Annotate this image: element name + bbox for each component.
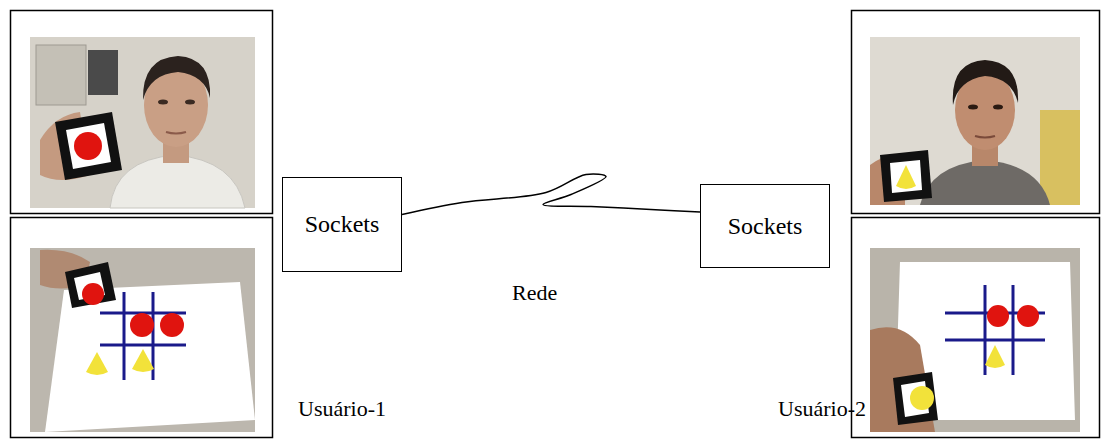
board-photo bbox=[30, 248, 255, 432]
board-photo bbox=[870, 248, 1080, 432]
eye bbox=[185, 100, 195, 105]
mouth bbox=[166, 132, 186, 134]
network-label: Rede bbox=[512, 280, 557, 306]
background-object bbox=[1040, 110, 1080, 205]
marker-card bbox=[55, 112, 122, 180]
user-label: Usuário-2 bbox=[778, 396, 866, 422]
yellow-cone bbox=[985, 345, 1005, 368]
eye bbox=[158, 100, 168, 105]
yellow-cone bbox=[86, 352, 108, 375]
red-sphere bbox=[1017, 305, 1039, 327]
webcam-photo bbox=[30, 37, 255, 208]
paper bbox=[895, 262, 1075, 420]
sockets-box: Sockets bbox=[282, 177, 402, 272]
red-sphere bbox=[160, 313, 184, 337]
eye bbox=[968, 105, 978, 110]
computer bbox=[88, 50, 118, 95]
red-sphere bbox=[987, 305, 1009, 327]
photo-frame bbox=[852, 11, 1100, 214]
photo-frame bbox=[852, 218, 1100, 438]
sockets-box: Sockets bbox=[700, 184, 830, 268]
computer bbox=[36, 45, 86, 105]
eye bbox=[993, 105, 1003, 110]
network-link bbox=[402, 174, 700, 215]
marker-card bbox=[66, 123, 111, 169]
grid-lines bbox=[945, 285, 1045, 375]
photo-background bbox=[30, 37, 255, 208]
photo-background bbox=[870, 248, 1080, 432]
photo-background bbox=[30, 248, 255, 432]
box-label: Sockets bbox=[305, 211, 380, 238]
red-sphere bbox=[82, 283, 104, 305]
mouth bbox=[975, 136, 995, 138]
photo-background bbox=[870, 37, 1080, 205]
marker-card bbox=[890, 160, 922, 193]
red-sphere bbox=[130, 313, 154, 337]
shirt bbox=[920, 160, 1050, 205]
hair bbox=[143, 56, 210, 100]
marker-card bbox=[65, 262, 116, 308]
yellow-sphere bbox=[910, 386, 934, 410]
grid-lines bbox=[100, 292, 186, 380]
red-sphere bbox=[74, 132, 102, 160]
marker-card bbox=[880, 150, 932, 202]
marker-card bbox=[893, 372, 938, 425]
yellow-cone bbox=[132, 349, 154, 372]
user-label: Usuário-1 bbox=[298, 396, 386, 422]
hair bbox=[953, 60, 1018, 105]
webcam-photo bbox=[870, 37, 1080, 205]
box-label: Sockets bbox=[728, 213, 803, 240]
yellow-cone bbox=[896, 165, 916, 189]
photo-frame bbox=[11, 218, 273, 438]
photo-frame bbox=[11, 11, 273, 214]
